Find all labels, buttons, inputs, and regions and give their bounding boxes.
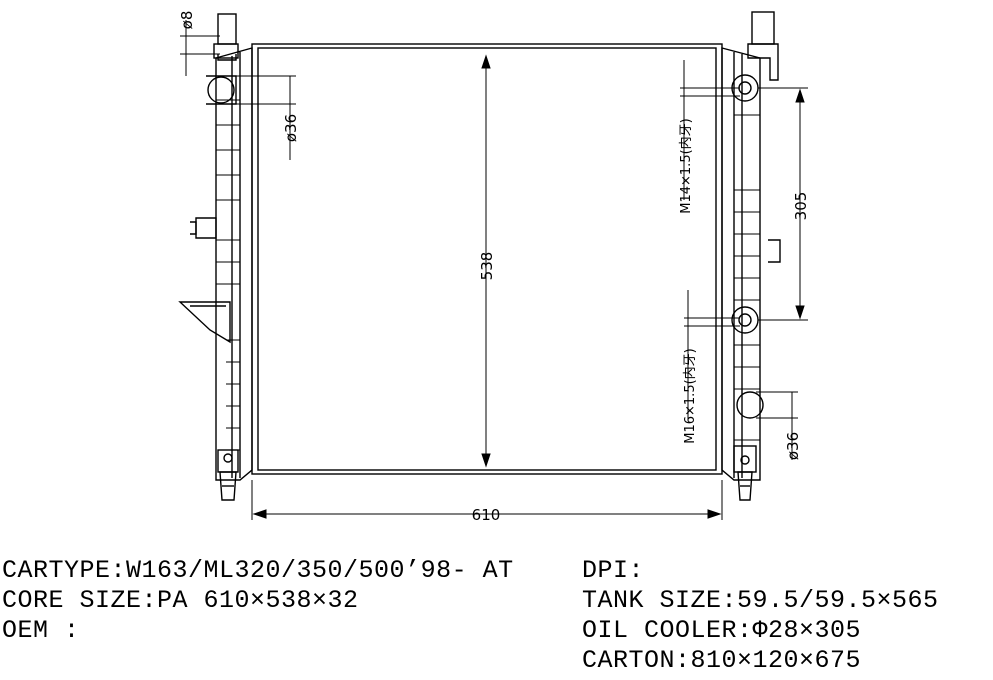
- spec-oil-cooler: OIL COOLER:Φ28×305: [582, 616, 862, 645]
- spec-dpi: DPI:: [582, 556, 645, 585]
- dim-inlet-dia: ø36: [282, 114, 300, 142]
- inlet-pipe: [207, 76, 235, 104]
- dim-cap-dia: ø8: [178, 11, 196, 30]
- spec-carton: CARTON:810×120×675: [582, 646, 862, 675]
- spec-tank-size: TANK SIZE:59.5/59.5×565: [582, 586, 939, 615]
- outlet-pipe: [736, 391, 764, 419]
- dim-thread-lower: M16×1.5(内牙): [682, 348, 698, 443]
- dim-outlet-dia: ø36: [784, 432, 802, 460]
- dim-pitch: 305: [792, 192, 810, 221]
- oil-cooler-fitting-lower: [731, 306, 759, 334]
- right-tank: [721, 11, 781, 501]
- dim-width: 610: [472, 506, 501, 524]
- spec-oem: OEM :: [2, 616, 80, 645]
- spec-core-size: CORE SIZE:PA 610×538×32: [2, 586, 359, 615]
- spec-cartype: CARTYPE:W163/ML320/350/500’98- AT: [2, 556, 514, 585]
- dim-height: 538: [478, 252, 496, 281]
- radiator-drawing: 538 610 305 ø36 ø8 ø36 M14×1.5(内牙) M16×1…: [178, 11, 810, 524]
- dim-thread-upper: M14×1.5(内牙): [678, 118, 694, 213]
- filler-neck: [217, 13, 237, 45]
- left-tank: [178, 13, 253, 501]
